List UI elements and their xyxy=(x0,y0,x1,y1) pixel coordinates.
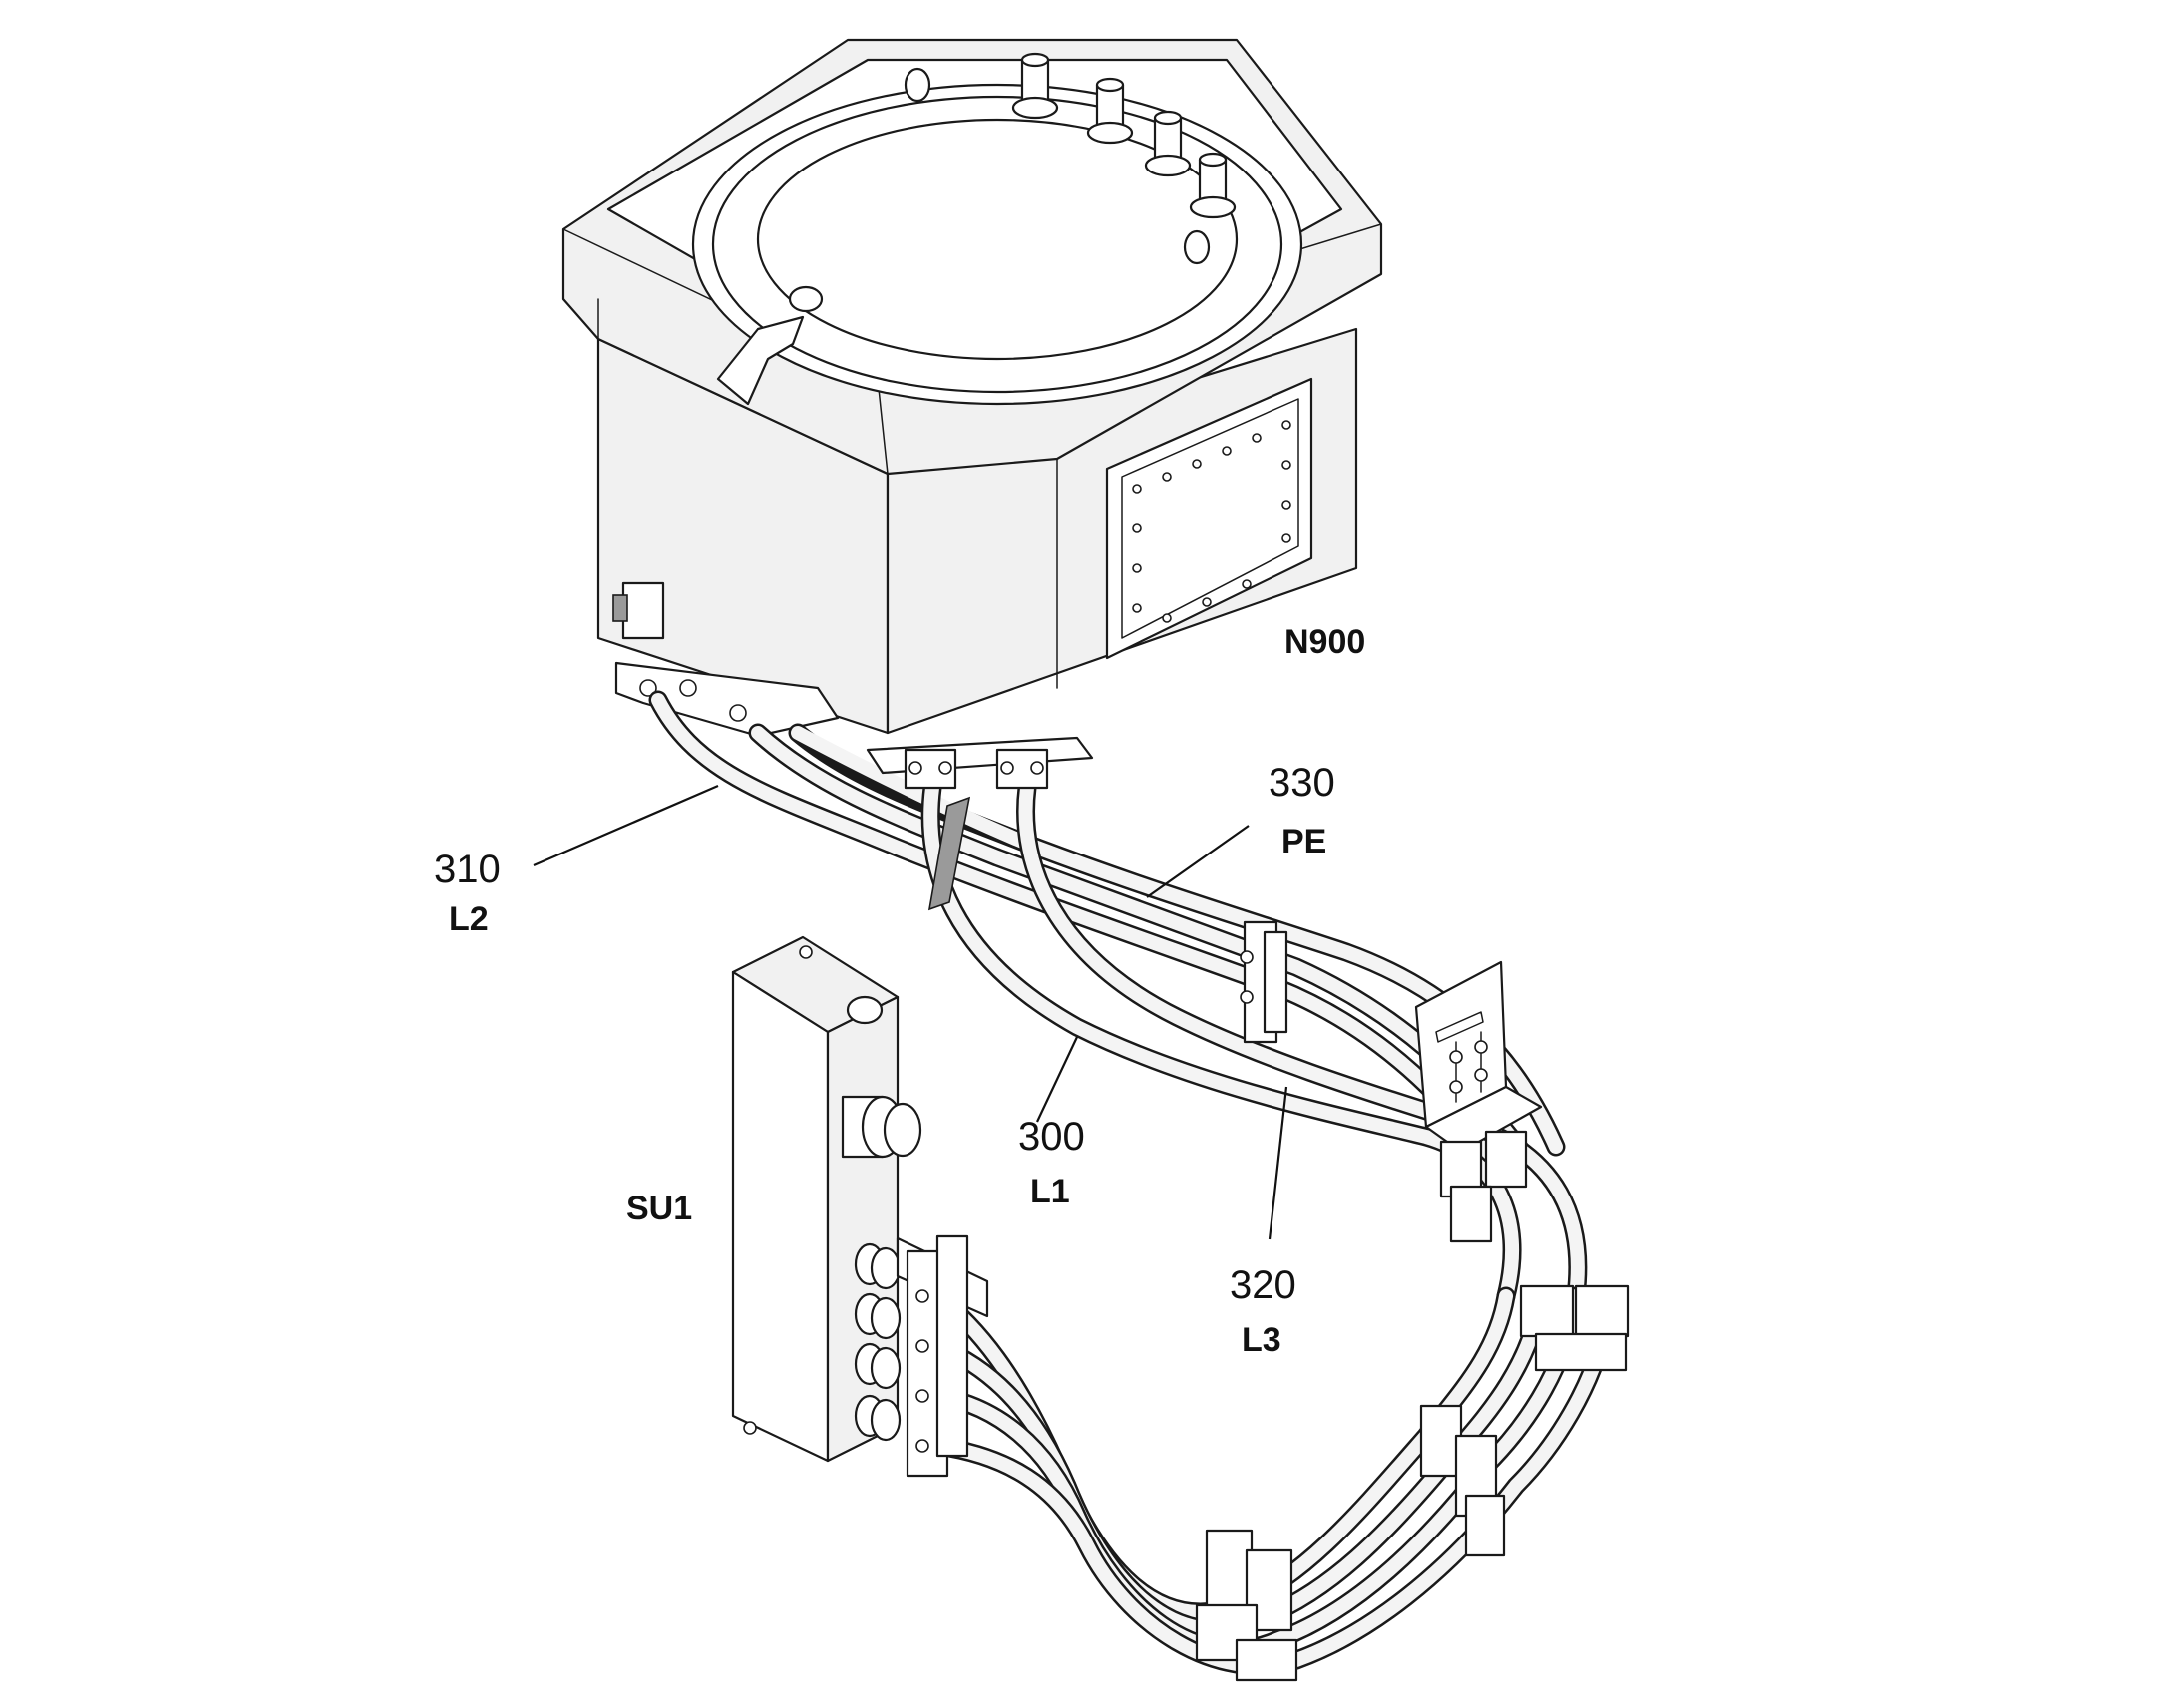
cable-gland-icon xyxy=(841,1095,922,1159)
panel-bolts xyxy=(1132,420,1291,623)
bushing-icons xyxy=(1011,52,1237,219)
switch-unit-su1 xyxy=(731,935,989,1463)
transformer-n900 xyxy=(561,38,1383,738)
label-300-number: 300 xyxy=(1018,1115,1085,1159)
lifting-eye-icon xyxy=(788,67,1211,313)
terminal-connectors xyxy=(854,1242,902,1442)
label-310-number: 310 xyxy=(434,848,501,891)
label-su1: SU1 xyxy=(626,1190,692,1227)
label-330-number: 330 xyxy=(1269,761,1335,805)
cable-clamps xyxy=(866,736,1630,1682)
label-n900: N900 xyxy=(1284,623,1365,661)
label-l2: L2 xyxy=(449,900,489,938)
leader-lines xyxy=(533,784,1288,1240)
label-l3: L3 xyxy=(1242,1321,1281,1359)
label-320-number: 320 xyxy=(1230,1263,1296,1307)
label-pe: PE xyxy=(1281,823,1326,860)
label-l1: L1 xyxy=(1030,1173,1070,1210)
